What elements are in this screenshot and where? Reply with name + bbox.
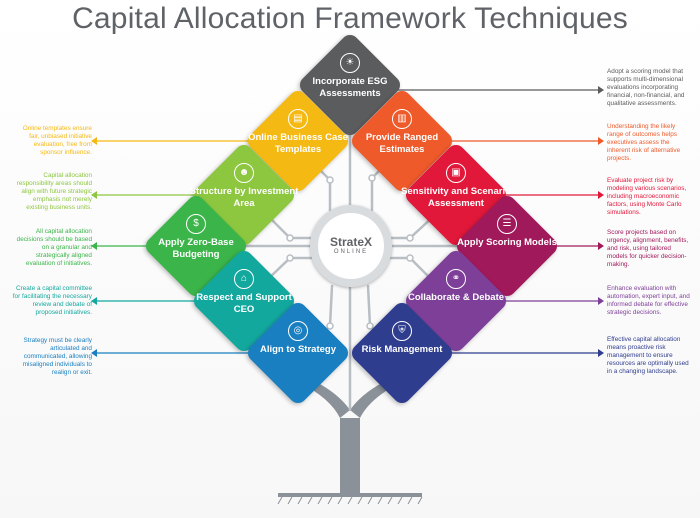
branch-nodes — [286, 174, 414, 330]
ground-hatching — [277, 496, 423, 505]
people-icon: ☻ — [234, 163, 254, 183]
technique-label-scoring: Apply Scoring Models — [457, 237, 557, 248]
brand-name: StrateX — [329, 235, 373, 249]
callout-arrows — [91, 86, 604, 357]
target-icon: ◎ — [288, 321, 308, 341]
technique-label-collaborate: Collaborate & Debate — [407, 292, 505, 303]
tree-trunk — [340, 418, 360, 493]
technique-label-estimates: Provide Ranged Estimates — [365, 132, 439, 155]
lightbulb-icon: ☀ — [340, 53, 360, 73]
note-zero-base: All capital allocation decisions should … — [16, 228, 92, 267]
money-bag-icon: $ — [186, 214, 206, 234]
note-templates: Online templates ensure fair, unbiased i… — [22, 125, 92, 156]
page-title: Capital Allocation Framework Techniques — [72, 2, 628, 35]
note-collaborate: Enhance evaluation with automation, expe… — [607, 285, 690, 316]
bar-chart-icon: ▥ — [392, 109, 412, 129]
note-align: Strategy must be clearly articulated and… — [22, 337, 92, 376]
technique-label-esg: Incorporate ESG Assessments — [312, 76, 388, 99]
note-esg: Adopt a scoring model that supports mult… — [607, 68, 685, 107]
technique-label-align: Align to Strategy — [259, 344, 336, 355]
technique-label-zerobase: Apply Zero-Base Budgeting — [158, 237, 234, 260]
checklist-icon: ☰ — [497, 214, 517, 234]
note-scoring: Score projects based on urgency, alignme… — [607, 229, 689, 268]
technique-label-structure: Structure by Investment Area — [189, 186, 299, 209]
shield-icon: ⛨ — [392, 321, 412, 341]
network-icon: ⚭ — [446, 269, 466, 289]
tree-base — [278, 493, 422, 497]
brand-subtitle: ONLINE — [333, 249, 369, 255]
briefcase-icon: ▣ — [446, 163, 466, 183]
center-logo: StrateX ONLINE — [318, 213, 384, 279]
building-icon: ⌂ — [234, 269, 254, 289]
note-estimates: Understanding the likely range of outcom… — [607, 123, 681, 162]
technique-label-risk: Risk Management — [361, 344, 443, 355]
document-icon: ▤ — [288, 109, 308, 129]
note-sensitivity: Evaluate project risk by modeling variou… — [607, 177, 687, 216]
note-risk: Effective capital allocation means proac… — [607, 336, 689, 375]
technique-label-sensitivity: Sensitivity and Scenario Assessment — [401, 186, 511, 209]
note-structure: Capital allocation responsibility areas … — [16, 172, 92, 211]
note-respect: Create a capital committee for facilitat… — [12, 285, 92, 316]
center-logo-ring: StrateX ONLINE — [310, 205, 392, 287]
technique-label-templates: Online Business Case Templates — [248, 132, 348, 155]
technique-label-respect: Respect and Support CEO — [196, 292, 292, 315]
